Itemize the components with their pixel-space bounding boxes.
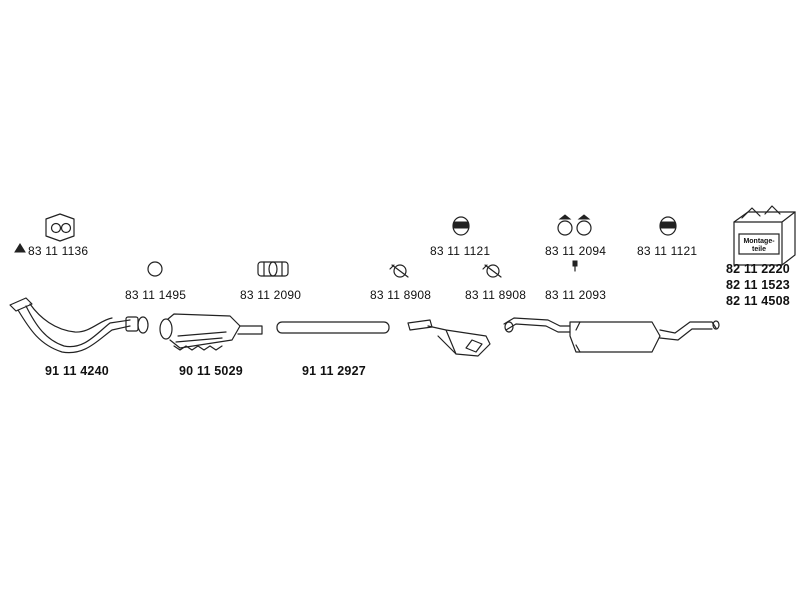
part-number-catalytic-converter: 90 11 5029 [179,364,243,378]
clamp-sleeve-icon [257,261,289,277]
part-number-mount-3: 83 11 1121 [637,244,698,258]
rear-silencer-icon [503,317,720,353]
middle-pipe-icon [276,321,390,334]
svg-text:teile: teile [752,246,766,253]
front-silencer-icon [407,319,491,357]
part-number-ring-gasket: 83 11 1495 [125,288,187,302]
part-number-kit-1: 82 11 2220 [726,262,790,276]
ring-gasket-icon [147,261,163,277]
part-number-kit-3: 82 11 4508 [726,294,790,308]
part-number-clamp-sleeve: 83 11 2090 [240,288,302,302]
u-clamp-icon [482,264,502,278]
front-pipe-icon [9,297,149,354]
part-number-front-pipe: 91 11 4240 [45,364,109,378]
rubber-mount-icon [659,216,677,236]
bolt-icon [572,260,578,272]
part-number-gasket-flange: 83 11 1136 [28,244,89,258]
part-number-mount-1: 83 11 1121 [430,244,491,258]
parts-kit-box-icon: Montage- teile [733,205,796,266]
rubber-ring-mount-icon [557,214,592,236]
u-clamp-icon [389,264,409,278]
flange-gasket-icon [45,213,75,242]
part-number-mount-2: 83 11 2094 [545,244,607,258]
catalytic-converter-icon [159,313,263,351]
part-number-bolt: 83 11 2093 [545,288,607,302]
rubber-mount-icon [452,216,470,236]
part-number-middle-pipe: 91 11 2927 [302,364,366,378]
svg-text:Montage-: Montage- [743,238,775,245]
part-number-clamp-2: 83 11 8908 [465,288,527,302]
triangle-icon [14,243,26,253]
part-number-kit-2: 82 11 1523 [726,278,790,292]
part-number-clamp-1: 83 11 8908 [370,288,432,302]
